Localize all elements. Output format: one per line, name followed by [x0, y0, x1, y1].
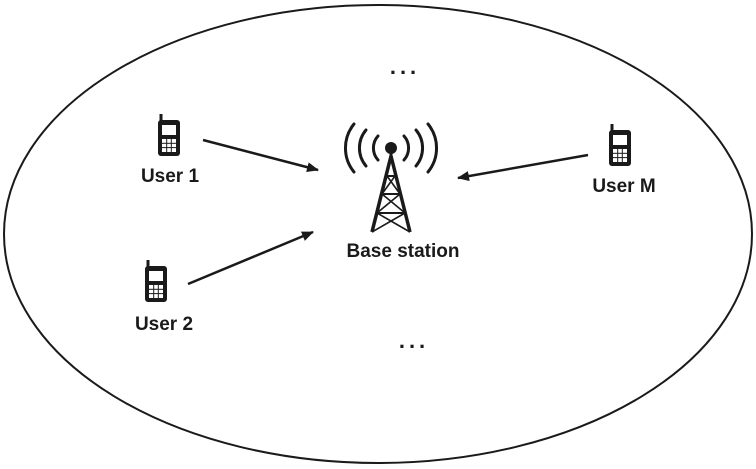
mobile-phone-icon-user-2 — [145, 260, 167, 302]
radio-waves-icon — [344, 122, 438, 174]
arrow-user-1-to-base-station — [202, 138, 319, 173]
mobile-phone-icon-user-m — [609, 124, 631, 166]
arrow-user-2-to-base-station — [187, 230, 314, 286]
base-station-icon — [370, 142, 412, 233]
user-2-label: User 2 — [134, 314, 194, 335]
ellipsis-bottom: ... — [398, 328, 430, 353]
base-station-label: Base station — [346, 241, 460, 262]
cell-boundary — [3, 4, 753, 464]
mobile-phone-icon-user-1 — [158, 114, 180, 156]
arrow-user-m-to-base-station — [457, 153, 589, 182]
user-m-label: User M — [592, 176, 656, 197]
user-1-label: User 1 — [140, 166, 200, 187]
ellipsis-top: ... — [389, 54, 421, 79]
